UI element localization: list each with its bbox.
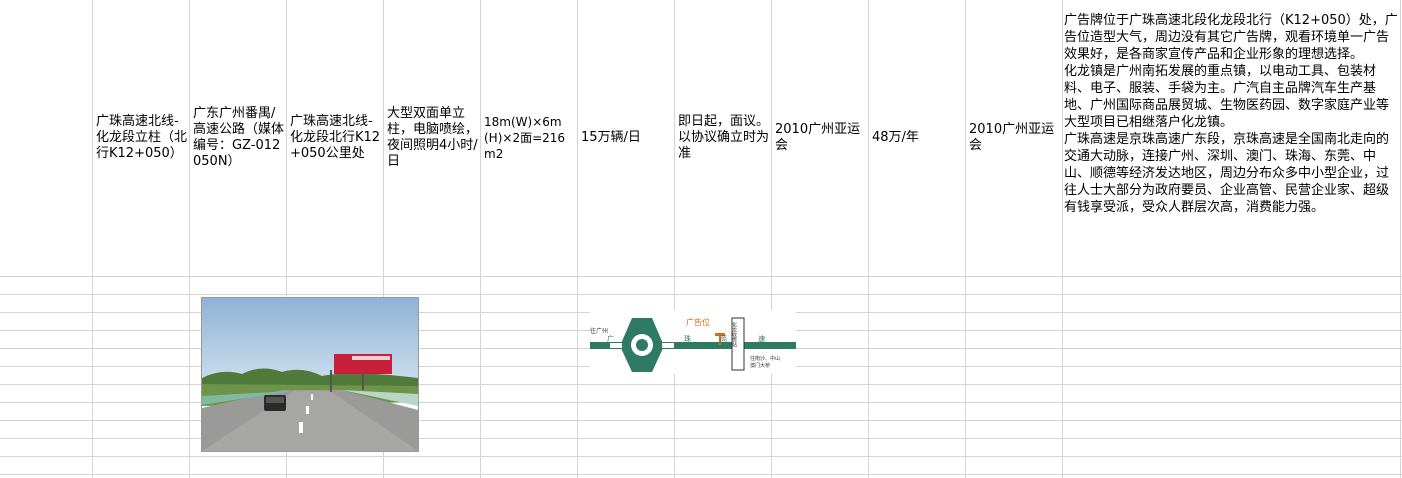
cell-remark[interactable]: 2010广州亚运会 [969, 122, 1055, 153]
grid-column-line [965, 0, 966, 478]
map-label-to-south2: 澳门大桥 [750, 362, 770, 369]
grid-column-line [577, 0, 578, 478]
cell-location[interactable]: 广珠高速北线-化龙段立柱（北行K12+050） [96, 114, 188, 161]
billboard-photo[interactable] [201, 297, 419, 452]
grid-column-line [92, 0, 93, 478]
grid-row-line [0, 438, 1402, 439]
grid-column-line [189, 0, 190, 478]
grid-column-line [1400, 0, 1401, 478]
grid-row-line [0, 420, 1402, 421]
grid-column-line [383, 0, 384, 478]
grid-row-line [0, 474, 1402, 475]
map-label-ad-spot: 广告位 [686, 317, 710, 327]
grid-column-line [771, 0, 772, 478]
cell-form[interactable]: 大型双面单立柱，电脑喷绘，夜间照明4小时/日 [387, 106, 479, 169]
map-label-to-south: 往南沙、中山 [750, 355, 780, 362]
grid-row-line [0, 456, 1402, 457]
grid-row-line [0, 384, 1402, 385]
grid-row-line [0, 402, 1402, 403]
grid-column-line [868, 0, 869, 478]
cell-availability[interactable]: 即日起，面议。以协议确立时为准 [678, 114, 770, 161]
cell-description[interactable]: 广告牌位于广珠高速北段化龙段北行（K12+050）处，广告位造型大气，周边没有其… [1064, 13, 1398, 215]
cell-traffic[interactable]: 15万辆/日 [581, 130, 641, 145]
cell-price[interactable]: 48万/年 [872, 130, 919, 145]
cell-position[interactable]: 广珠高速北线-化龙段北行K12+050公里处 [290, 114, 381, 161]
map-road-char: 速 [758, 335, 765, 343]
map-road-char: 广 [607, 334, 614, 343]
grid-column-line [1062, 0, 1063, 478]
map-road-char: 高 [720, 334, 727, 343]
location-map[interactable]: 往广州 广告位 广 珠 高 速 化龙收费站 往南沙、中山 澳门大桥 [590, 310, 796, 374]
grid-row-line [0, 294, 1402, 295]
cell-event[interactable]: 2010广州亚运会 [775, 122, 861, 153]
map-road-char: 珠 [684, 334, 691, 343]
highway-billboard-image [202, 298, 418, 451]
grid-column-line [480, 0, 481, 478]
grid-column-line [286, 0, 287, 478]
cell-road[interactable]: 广东广州番禺/高速公路（媒体编号：GZ-012050N） [193, 106, 285, 169]
map-label-to-guangzhou: 往广州 [590, 327, 608, 335]
road-map-diagram: 往广州 广告位 广 珠 高 速 化龙收费站 往南沙、中山 澳门大桥 [590, 317, 796, 372]
grid-column-line [674, 0, 675, 478]
cell-size[interactable]: 18m(W)×6m(H)×2面=216m2 [484, 115, 566, 161]
map-label-station: 化龙收费站 [731, 321, 737, 348]
grid-row-line [0, 276, 1402, 277]
